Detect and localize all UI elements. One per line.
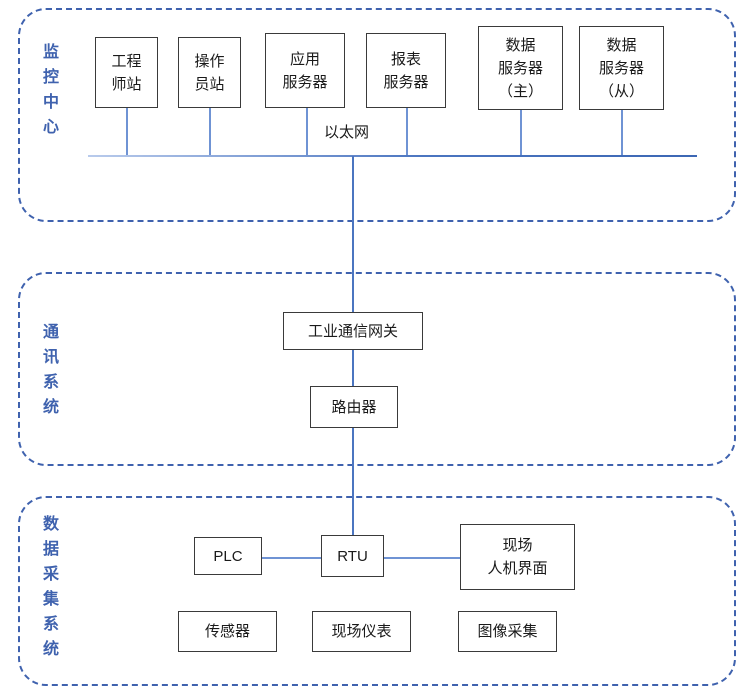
connector-operator-to-bus bbox=[209, 108, 211, 157]
node-field-instrument[interactable]: 现场仪表 bbox=[312, 611, 411, 652]
section-label-data-acquisition-system: 数 据 采 集 系 统 bbox=[38, 512, 64, 662]
section-label-char: 数 bbox=[42, 516, 59, 533]
node-line: 传感器 bbox=[204, 623, 250, 640]
node-image-acquisition[interactable]: 图像采集 bbox=[458, 611, 557, 652]
section-label-monitoring-center: 监 控 中 心 bbox=[38, 40, 64, 140]
node-line: 数据 bbox=[505, 36, 536, 54]
section-label-communication-system: 通 讯 系 统 bbox=[38, 320, 64, 420]
ethernet-bus-line bbox=[88, 155, 697, 158]
node-router[interactable]: 路由器 bbox=[310, 386, 398, 428]
section-label-char: 心 bbox=[42, 119, 59, 136]
connector-dataserver-master-to-bus bbox=[520, 110, 522, 157]
node-operator-station[interactable]: 操作 员站 bbox=[178, 37, 241, 108]
ethernet-label: 以太网 bbox=[322, 124, 372, 142]
trunk-gateway-to-router bbox=[352, 350, 354, 386]
node-line: 师站 bbox=[111, 75, 142, 93]
section-label-char: 通 bbox=[42, 324, 59, 341]
node-field-hmi[interactable]: 现场 人机界面 bbox=[460, 524, 575, 590]
node-line: （主） bbox=[497, 82, 543, 100]
node-line: 工业通信网关 bbox=[307, 322, 398, 340]
section-communication-system bbox=[18, 272, 736, 466]
connector-engineer-to-bus bbox=[126, 108, 128, 157]
connector-appserver-to-bus bbox=[306, 108, 308, 157]
node-line: 操作 bbox=[194, 52, 225, 70]
node-line: （从） bbox=[598, 82, 644, 100]
node-engineer-station[interactable]: 工程 师站 bbox=[95, 37, 158, 108]
connector-plc-to-rtu bbox=[262, 557, 322, 559]
node-line: 图像采集 bbox=[477, 623, 538, 640]
section-label-char: 中 bbox=[42, 94, 59, 111]
node-line: 服务器 bbox=[598, 59, 644, 77]
section-label-char: 集 bbox=[42, 591, 59, 608]
node-application-server[interactable]: 应用 服务器 bbox=[265, 33, 345, 108]
connector-dataserver-slave-to-bus bbox=[621, 110, 623, 157]
section-label-char: 控 bbox=[42, 69, 59, 86]
node-line: 现场 bbox=[502, 537, 533, 554]
connector-reportserver-to-bus bbox=[406, 108, 408, 157]
node-line: RTU bbox=[337, 547, 368, 565]
section-label-char: 讯 bbox=[42, 349, 59, 366]
node-data-server-master[interactable]: 数据 服务器 （主） bbox=[478, 26, 563, 110]
node-line: 人机界面 bbox=[487, 560, 548, 577]
section-label-char: 监 bbox=[42, 44, 59, 61]
section-label-char: 系 bbox=[42, 374, 59, 391]
node-line: 服务器 bbox=[282, 73, 328, 91]
node-line: 应用 bbox=[289, 50, 320, 68]
node-line: 工程 bbox=[111, 52, 142, 70]
node-line: 员站 bbox=[194, 75, 225, 93]
section-label-char: 统 bbox=[42, 399, 59, 416]
node-plc[interactable]: PLC bbox=[194, 537, 262, 575]
node-line: 服务器 bbox=[497, 59, 543, 77]
section-data-acquisition-system bbox=[18, 496, 736, 686]
connector-rtu-to-field-hmi bbox=[383, 557, 461, 559]
node-line: 路由器 bbox=[331, 398, 377, 416]
section-monitoring-center bbox=[18, 8, 736, 222]
trunk-router-to-rtu bbox=[352, 428, 354, 536]
section-label-char: 统 bbox=[42, 641, 59, 658]
node-rtu[interactable]: RTU bbox=[321, 535, 384, 577]
node-line: 现场仪表 bbox=[331, 623, 392, 640]
section-label-char: 采 bbox=[42, 566, 59, 583]
node-line: PLC bbox=[213, 547, 243, 565]
node-sensor[interactable]: 传感器 bbox=[178, 611, 277, 652]
node-data-server-slave[interactable]: 数据 服务器 （从） bbox=[579, 26, 664, 110]
node-line: 报表 bbox=[390, 50, 421, 68]
section-label-char: 据 bbox=[42, 541, 59, 558]
node-industrial-gateway[interactable]: 工业通信网关 bbox=[283, 312, 423, 350]
trunk-bus-to-gateway bbox=[352, 156, 354, 313]
section-label-char: 系 bbox=[42, 616, 59, 633]
node-line: 服务器 bbox=[383, 73, 429, 91]
node-line: 数据 bbox=[606, 36, 637, 54]
node-report-server[interactable]: 报表 服务器 bbox=[366, 33, 446, 108]
